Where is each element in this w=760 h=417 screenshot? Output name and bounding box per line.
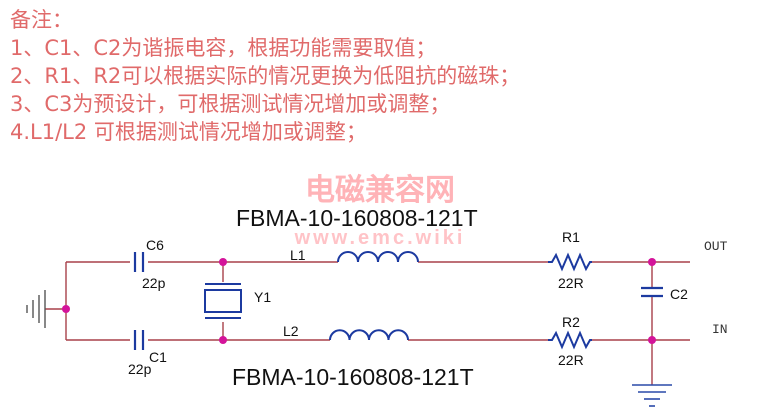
capacitor-c1 xyxy=(133,330,145,350)
c1-label: C1 xyxy=(149,349,167,365)
inductor-l2 xyxy=(329,329,409,341)
r2-value: 22R xyxy=(558,352,584,368)
junction-dots xyxy=(62,258,656,344)
ground-symbol-right xyxy=(632,384,672,407)
part-number-top: FBMA-10-160808-121T xyxy=(236,205,478,231)
notes-title: 备注： xyxy=(10,8,73,32)
crystal-y1 xyxy=(204,283,242,319)
y1-label: Y1 xyxy=(254,289,271,305)
in-label: IN xyxy=(712,322,728,337)
watermark-title: 电磁兼容网 xyxy=(305,173,455,207)
ground-symbol-left xyxy=(26,290,46,328)
note-item-3: 3、C3为预设计，可根据测试情况增加或调整； xyxy=(10,92,451,116)
capacitor-c6 xyxy=(133,252,145,272)
watermark-url: www.emc.wiki xyxy=(294,227,466,249)
c2-label: C2 xyxy=(670,286,688,302)
r1-value: 22R xyxy=(558,275,584,291)
note-item-4: 4.L1/L2 可根据测试情况增加或调整； xyxy=(10,120,367,144)
r2-label: R2 xyxy=(562,314,580,330)
note-item-2: 2、R1、R2可以根据实际的情况更换为低阻抗的磁珠； xyxy=(10,64,521,88)
inductor-l1 xyxy=(337,251,419,263)
note-item-1: 1、C1、C2为谐振电容，根据功能需要取值； xyxy=(10,36,437,60)
c6-value: 22p xyxy=(142,275,166,291)
l2-label: L2 xyxy=(283,323,299,339)
notes-block: 备注： 1、C1、C2为谐振电容，根据功能需要取值； 2、R1、R2可以根据实际… xyxy=(10,6,755,146)
part-number-bottom: FBMA-10-160808-121T xyxy=(232,364,474,390)
c1-value: 22p xyxy=(128,361,152,377)
l1-label: L1 xyxy=(290,247,306,263)
r1-label: R1 xyxy=(562,229,580,245)
resistor-r1 xyxy=(548,252,592,272)
resistor-r2 xyxy=(548,330,592,350)
c6-label: C6 xyxy=(146,237,164,253)
out-label: OUT xyxy=(704,239,728,254)
capacitor-c2 xyxy=(641,286,663,298)
